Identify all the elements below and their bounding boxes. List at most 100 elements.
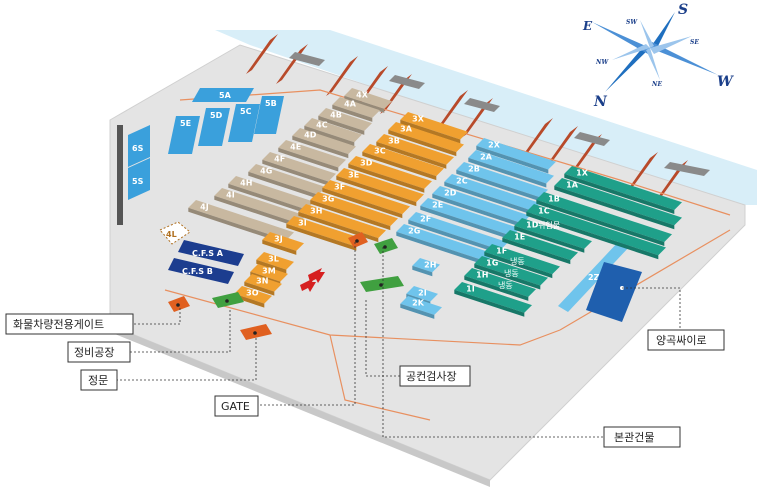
block-3a-top [388,122,464,153]
block-3j-label: 3J [274,234,283,243]
block-3b-side [376,141,447,169]
block-1d[interactable]: 1D [514,218,592,253]
callout-cargo-gate: 화물차량전용게이트 [13,318,104,331]
block-2k-label: 2K [412,298,425,307]
block-4a[interactable]: 4A [332,97,380,122]
maint-building[interactable] [212,292,244,308]
block-1e-label: 1E [514,232,525,241]
block-1a-label: 1A [566,180,579,189]
compass-arrow-e [592,22,650,54]
block-1h[interactable]: 1H [464,268,536,301]
block-4c-side [304,125,355,147]
block-cfs-a[interactable]: C.F.S A [178,240,244,266]
block-3o[interactable]: 3O [234,286,272,308]
block-4j[interactable]: 4J [188,200,294,245]
block-6s[interactable]: 6S [128,125,150,167]
compass-arrow-w [650,42,718,75]
block-3c[interactable]: 3C [362,144,444,181]
block-3e[interactable]: 3E [336,168,424,207]
block-2k[interactable]: 2K [400,296,442,319]
crane-3 [326,56,358,96]
block-5a[interactable]: 5A [192,88,254,102]
block-3l[interactable]: 3L [256,252,294,274]
grain-silo-shape [586,262,642,322]
block-4j-label: 4J [200,202,209,211]
block-2g[interactable]: 2G [396,224,494,266]
block-5b[interactable]: 5B [254,96,284,134]
block-2c-label: 2C [456,176,468,185]
block-cfs-b[interactable]: C.F.S B [168,258,234,284]
block-3g[interactable]: 3G [310,192,398,231]
callout-gate-box [214,395,259,417]
block-2a[interactable]: 2A [468,150,554,188]
block-1x[interactable]: 1X [564,166,682,214]
block-4c[interactable]: 4C [304,118,362,147]
block-3n[interactable]: 3N [244,274,282,296]
callout-inspect: 공컨검사장 [406,370,457,383]
block-4j-top [188,200,294,241]
block-2z-shape [558,240,630,312]
block-2b[interactable]: 2B [456,162,548,202]
block-4l-shape [159,221,191,245]
block-3b[interactable]: 3B [376,134,454,169]
gate-booth[interactable] [348,232,368,248]
block-4c-label: 4C [316,120,328,129]
block-3m-label: 3M [262,266,276,275]
block-4e[interactable]: 4E [278,140,346,172]
block-3i-label: 3I [298,218,307,227]
block-1a[interactable]: 1A [554,178,682,230]
block-4f[interactable]: 4F [262,152,336,186]
block-2c[interactable]: 2C [444,174,540,215]
block-2x[interactable]: 2X [476,138,556,174]
block-1c[interactable]: 1C [526,204,666,260]
block-4b[interactable]: 4B [318,108,372,135]
block-3n-top [244,274,282,292]
callout-cargo-gate-box [5,313,134,335]
block-2h[interactable]: 2H [412,258,440,277]
block-4b-label: 4B [330,110,342,119]
block-4i[interactable]: 4I [214,188,306,228]
block-1i[interactable]: 1I [454,282,532,317]
block-3n-label: 3N [256,276,268,285]
cargo-gate-building[interactable] [168,296,190,312]
block-2z-label: 2Z [588,273,600,282]
block-5b-shape [254,96,284,134]
block-1f[interactable]: 1F [484,244,560,279]
block-3f[interactable]: 3F [322,180,410,219]
block-3i[interactable]: 3I [286,216,364,251]
inspect-building-marker [379,283,383,287]
hq-building[interactable] [374,238,398,254]
block-1b[interactable]: 1B [536,192,672,246]
block-3e-label: 3E [348,170,359,179]
block-3d[interactable]: 3D [348,156,432,193]
block-5s[interactable]: 5S [128,158,150,200]
block-1f-side [484,251,553,279]
block-4d[interactable]: 4D [292,128,356,159]
inspect-building[interactable] [360,276,404,292]
block-5c[interactable]: 5C [228,104,260,142]
block-2f[interactable]: 2F [408,212,508,255]
compass-sw: SW [626,19,638,26]
block-4g[interactable]: 4G [248,164,326,199]
block-1b-side [536,199,665,246]
block-2z[interactable]: 2Z [558,240,630,312]
block-2e[interactable]: 2E [420,198,520,241]
block-5a-label: 5A [219,91,232,100]
block-3x[interactable]: 3X [400,112,468,144]
block-4l[interactable]: 4L [159,221,191,245]
block-5d[interactable]: 5D [198,108,230,146]
traffic-arrows [300,268,325,292]
block-2d[interactable]: 2D [432,186,530,228]
block-3a[interactable]: 3A [388,122,464,157]
block-2c-top [444,174,540,211]
main-gate-building[interactable] [240,324,272,340]
block-1g-side [474,263,541,290]
block-3j[interactable]: 3J [262,232,304,255]
block-4h[interactable]: 4H [228,176,314,214]
ship-2 [389,75,425,89]
block-1c-side [526,211,659,260]
block-1e[interactable]: 1E [502,230,578,265]
block-5e[interactable]: 5E [168,116,200,154]
block-1g[interactable]: 1G [474,256,548,290]
callout-silo: 양곡싸이로 [656,334,707,347]
